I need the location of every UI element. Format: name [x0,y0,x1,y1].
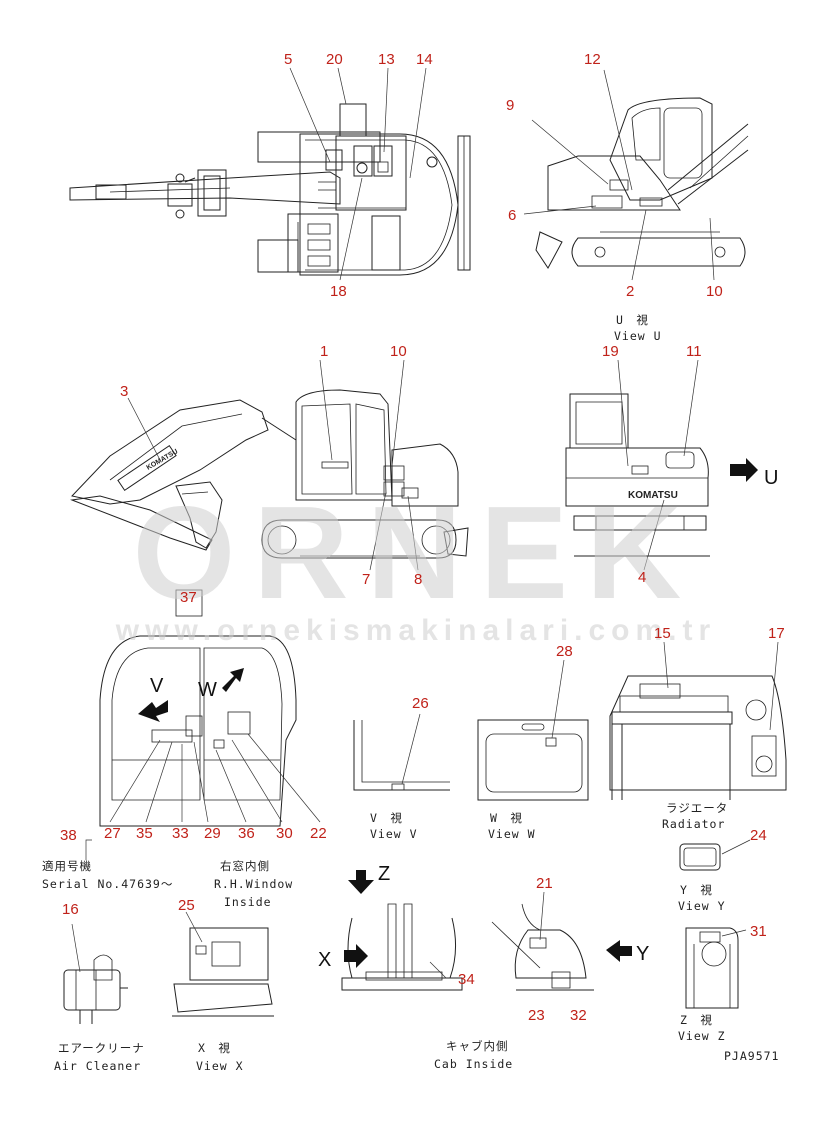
caption-view-y-jp: Y 視 [680,883,713,897]
callout-37: 37 [180,589,197,606]
watermark-logo: ORNEK [133,479,700,626]
callout-38: 38 [60,827,77,844]
caption-aircleaner-en: Air Cleaner [54,1059,141,1073]
air-cleaner-drawing [63,923,128,1024]
caption-view-y-en: View Y [678,899,726,913]
callout-24: 24 [750,827,767,844]
callout-19: 19 [602,343,619,360]
caption-view-z-en: View Z [678,1029,726,1043]
callout-18: 18 [330,283,347,300]
callout-15: 15 [654,625,671,642]
callout-36: 36 [238,825,255,842]
caption-aircleaner-jp: エアークリーナ [58,1041,145,1055]
callout-35: 35 [136,825,153,842]
callout-5: 5 [284,51,292,68]
caption-window-jp: 右窓内側 [220,859,270,873]
callout-11: 11 [686,343,702,360]
callout-21: 21 [536,875,553,892]
callout-17: 17 [768,625,785,642]
callout-2: 2 [626,283,634,300]
callout-33: 33 [172,825,189,842]
brand-lettering-boom: KOMATSU [146,448,180,471]
caption-window-en1: R.H.Window [214,877,293,891]
callout-25: 25 [178,897,195,914]
caption-view-w-en: View W [488,827,536,841]
callout-23: 23 [528,1007,545,1024]
callout-8: 8 [414,571,422,588]
cab-interior-drawing [85,589,321,860]
callout-10b: 10 [706,283,723,300]
caption-view-v-en: View V [370,827,418,841]
callout-34: 34 [458,971,475,988]
caption-window-en2: Inside [224,895,272,909]
view-letter-v: V [150,675,164,697]
view-x-drawing [172,911,274,1017]
caption-serial-en: Serial No.47639～ [42,877,173,891]
callout-10a: 10 [390,343,407,360]
callout-1: 1 [320,343,328,360]
callout-13: 13 [378,51,395,68]
callout-16: 16 [62,901,79,918]
caption-radiator-en: Radiator [662,817,725,831]
caption-cab-jp: キャブ内側 [446,1039,509,1053]
caption-cab-en: Cab Inside [434,1057,513,1071]
cab-inside-drawing [341,870,632,991]
caption-view-u-en: View U [614,329,662,343]
radiator-drawing [609,641,787,800]
callout-3: 3 [120,383,128,400]
callout-31: 31 [750,923,767,940]
caption-view-z-jp: Z 視 [680,1013,713,1027]
callout-22: 22 [310,825,327,842]
callout-30: 30 [276,825,293,842]
view-letter-u: U [764,467,778,489]
view-letter-y: Y [636,943,649,965]
view-y-drawing [679,839,751,871]
callout-32: 32 [570,1007,587,1024]
view-z-drawing [685,927,747,1009]
caption-radiator-jp: ラジエータ [666,801,728,815]
callout-9: 9 [506,97,514,114]
callout-20: 20 [326,51,343,68]
brand-lettering-rear: KOMATSU [628,490,678,501]
view-letter-z: Z [378,863,390,885]
callout-27: 27 [104,825,121,842]
drawing-code: PJA9571 [724,1049,779,1063]
callout-28: 28 [556,643,573,660]
watermark-url: www.ornekismakinalari.com.tr [115,614,716,647]
callout-7: 7 [362,571,370,588]
callout-4: 4 [638,569,646,586]
callout-26: 26 [412,695,429,712]
caption-serial-jp: 適用号機 [42,859,92,873]
top-view-drawing [69,67,471,281]
rear-view-drawing [565,359,758,571]
captions: U 視 View U V 視 View V W 視 View W ラジエータ R… [42,313,779,1073]
callout-numbers: 1 2 3 4 5 6 7 8 9 10 10 11 12 13 14 15 1… [60,51,785,1024]
view-v-w-drawing [353,659,589,801]
caption-view-x-jp: X 視 [198,1041,231,1055]
watermark: ORNEK www.ornekismakinalari.com.tr [115,479,716,647]
caption-view-w-jp: W 視 [490,811,523,825]
caption-view-x-en: View X [196,1059,244,1073]
callout-12: 12 [584,51,601,68]
callout-6: 6 [508,207,516,224]
callout-14: 14 [416,51,433,68]
view-letter-w: W [198,679,217,701]
caption-view-v-jp: V 視 [370,811,403,825]
caption-view-u-jp: U 視 [616,313,649,327]
side-view-right-drawing [523,69,749,281]
callout-29: 29 [204,825,221,842]
view-letter-x: X [318,949,331,971]
main-side-view-drawing [70,359,469,571]
